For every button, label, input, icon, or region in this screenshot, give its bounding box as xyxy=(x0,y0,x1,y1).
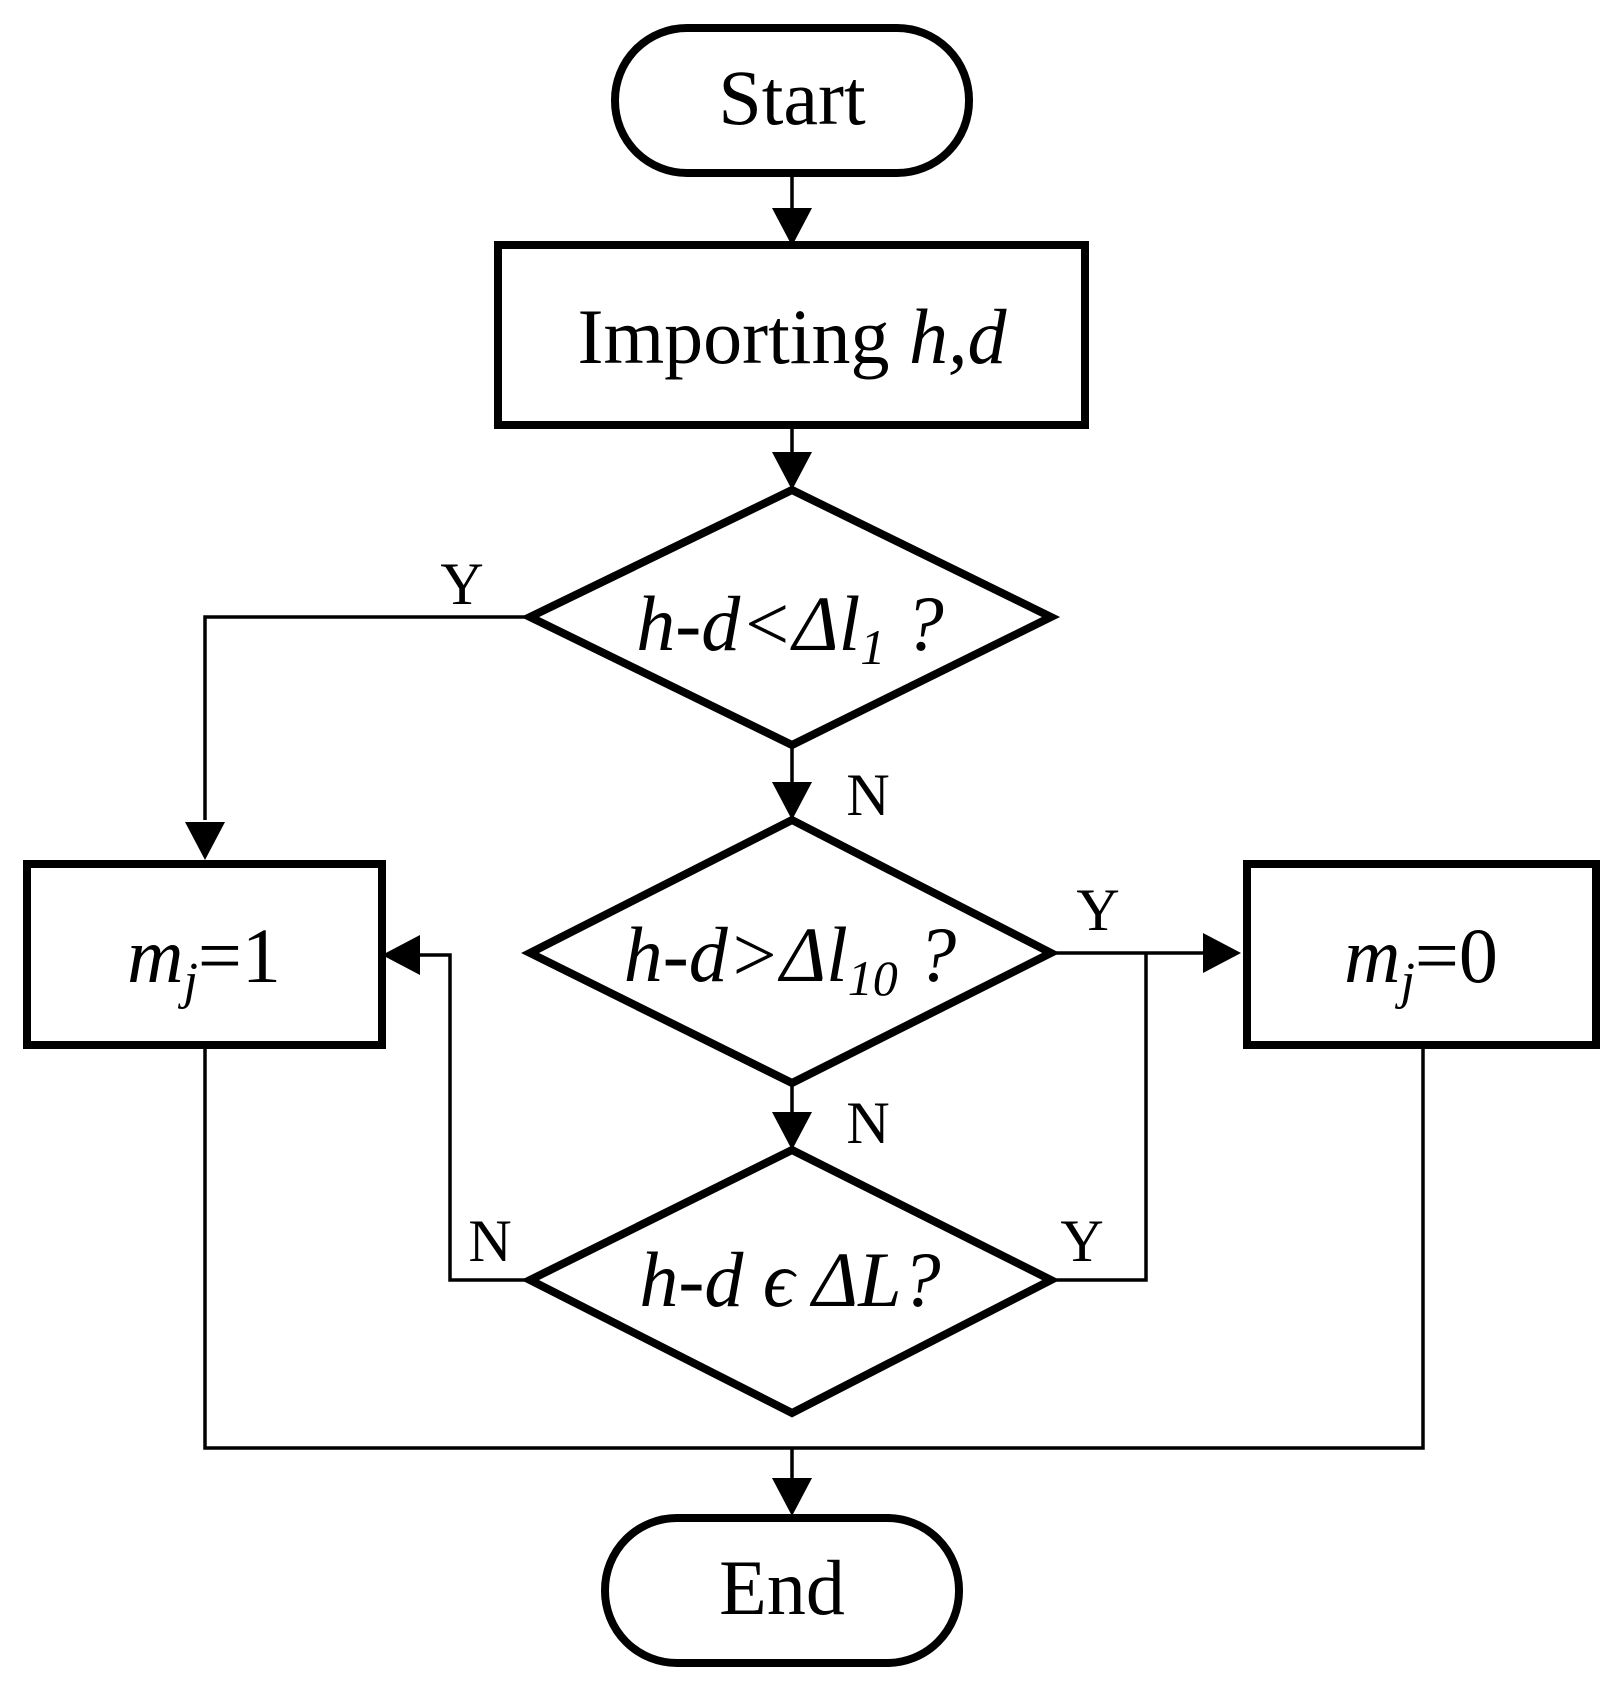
set-zero-label: mj=0 xyxy=(1344,912,1498,1010)
import-label: Importing h,d xyxy=(578,293,1008,380)
import-process-box xyxy=(494,241,1089,429)
end-label: End xyxy=(719,1544,845,1631)
start-terminal xyxy=(611,24,973,177)
decision2-label: h-d>Δl10 ? xyxy=(624,911,957,1006)
connector-set-one-to-end xyxy=(203,1047,1425,1450)
arrowheads xyxy=(185,208,1241,1516)
connectors xyxy=(203,174,1425,1482)
edge-label-d2-yes: Y xyxy=(1076,877,1119,943)
arrowhead-set-one-right xyxy=(382,935,420,975)
decision3-diamond xyxy=(521,1145,1060,1418)
decision3-label: h-d ϵ ΔL? xyxy=(639,1236,940,1323)
edge-label-d3-yes: Y xyxy=(1060,1208,1103,1274)
arrowhead-decision3 xyxy=(772,1112,812,1150)
set-zero-box xyxy=(1243,860,1600,1049)
arrowhead-set-zero xyxy=(1203,933,1241,973)
edge-label-d3-no: N xyxy=(468,1208,511,1274)
arrowhead-decision1 xyxy=(772,452,812,490)
arrowhead-set-one-top xyxy=(185,822,225,860)
edge-label-d1-yes: Y xyxy=(440,551,483,617)
decision1-label: h-d<Δl1 ? xyxy=(636,580,944,675)
decision1-diamond xyxy=(520,485,1061,750)
arrowhead-decision2 xyxy=(772,782,812,820)
start-label: Start xyxy=(718,54,866,141)
set-one-box xyxy=(23,860,386,1049)
edge-label-d1-no: N xyxy=(846,762,889,828)
decision2-diamond xyxy=(521,815,1060,1088)
connector-decision3-yes-to-set-zero xyxy=(1051,953,1148,1282)
edge-label-d2-no: N xyxy=(846,1090,889,1156)
end-terminal xyxy=(601,1514,963,1667)
connector-decision3-no-to-set-one xyxy=(418,953,527,1282)
arrowhead-import xyxy=(772,208,812,246)
arrowhead-end xyxy=(772,1478,812,1516)
set-one-label: mj=1 xyxy=(127,912,281,1010)
connector-decision1-yes-to-set-one xyxy=(203,615,527,820)
